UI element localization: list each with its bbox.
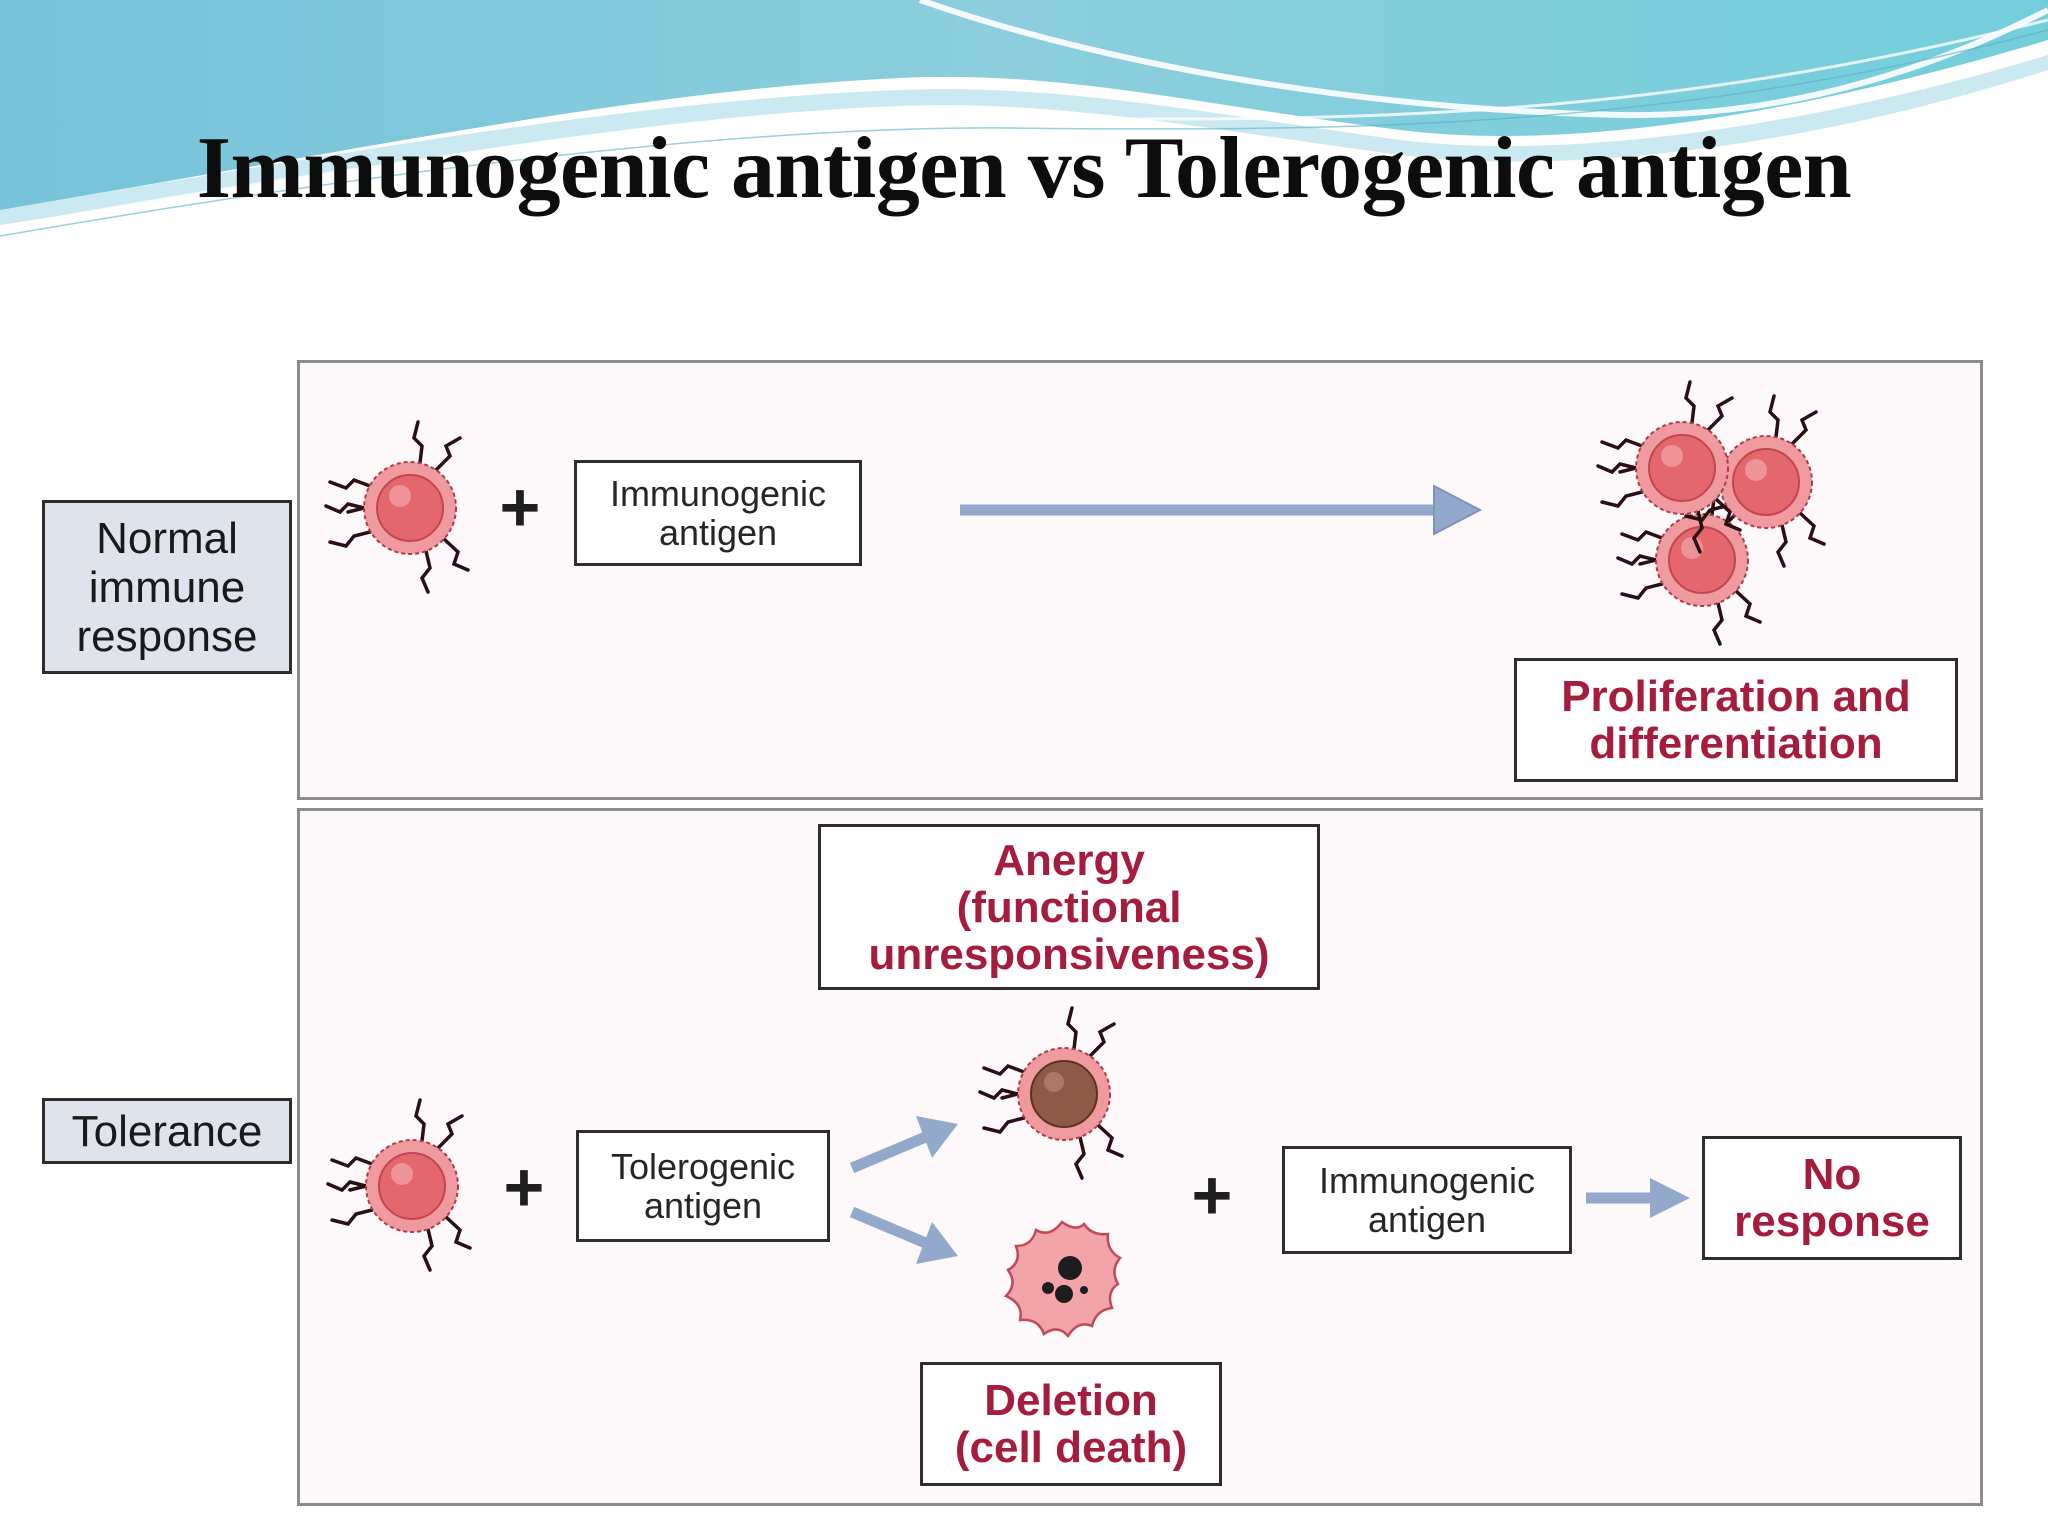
proliferating-cells-icon: [1596, 380, 1826, 646]
flow-arrow-icon: [960, 484, 1483, 536]
apoptotic-cell-icon: [1003, 1220, 1122, 1339]
t-cell-icon-tolerance: [326, 1098, 472, 1272]
row-label-normal-immune-response: Normal immune response: [42, 500, 292, 674]
slide-title: Immunogenic antigen vs Tolerogenic antig…: [196, 120, 1852, 217]
arrow-to-anergy: [849, 1116, 958, 1174]
plus-sign-tolerogenic: +: [503, 1148, 545, 1226]
plus-sign-normal: +: [499, 468, 541, 546]
arrow-to-no-response: [1586, 1178, 1690, 1218]
slide-header-decoration: [0, 0, 2048, 237]
t-cell-icon: [324, 420, 470, 594]
anergic-t-cell-icon: [978, 1006, 1124, 1180]
arrow-to-deletion: [849, 1206, 958, 1264]
deletion-box: Deletion(cell death): [920, 1362, 1222, 1486]
row-label-tolerance: Tolerance: [42, 1098, 292, 1164]
plus-sign-immunogenic: +: [1191, 1156, 1233, 1234]
